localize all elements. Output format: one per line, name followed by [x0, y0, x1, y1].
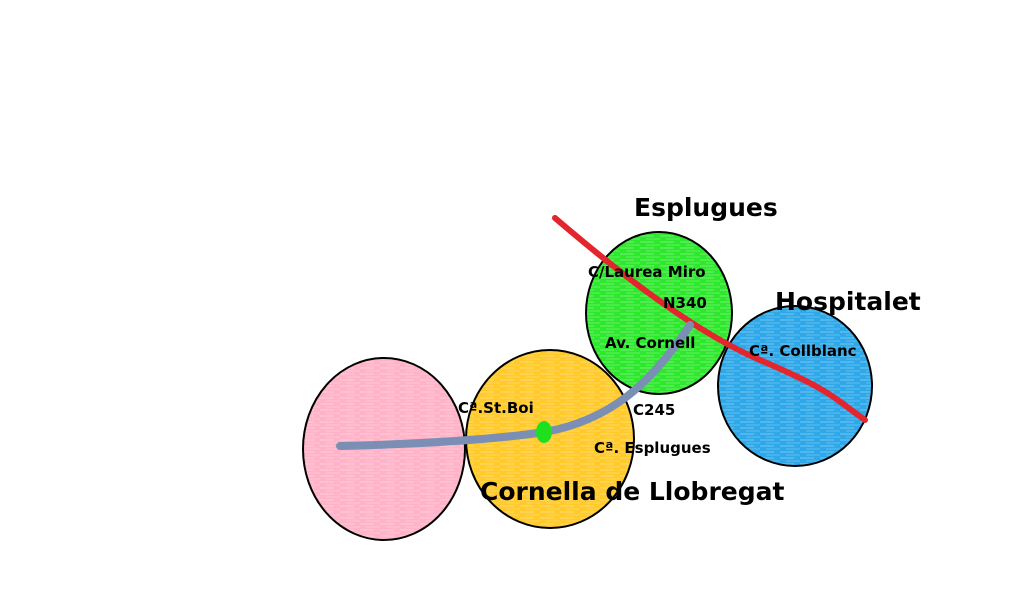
region-label-cornella: Cornella de Llobregat — [480, 477, 785, 506]
red-road-line — [552, 215, 868, 423]
region-label-hospitalet: Hospitalet — [775, 287, 921, 316]
region-label-esplugues: Esplugues — [634, 193, 778, 222]
street-label-collblanc: Cª. Collblanc — [749, 342, 857, 360]
region-pink[interactable] — [302, 357, 466, 541]
route-point-marker[interactable] — [536, 421, 552, 443]
street-label-laurea-miro: C/Laurea Miro — [588, 263, 706, 281]
street-label-av-cornell: Av. Cornell — [605, 334, 696, 352]
street-label-c245: C245 — [633, 401, 676, 419]
street-label-n340: N340 — [663, 294, 707, 312]
street-label-esplugues-road: Cª. Esplugues — [594, 439, 711, 457]
region-hospitalet[interactable] — [717, 305, 873, 467]
street-label-st-boi: Cª.St.Boi — [458, 399, 534, 417]
